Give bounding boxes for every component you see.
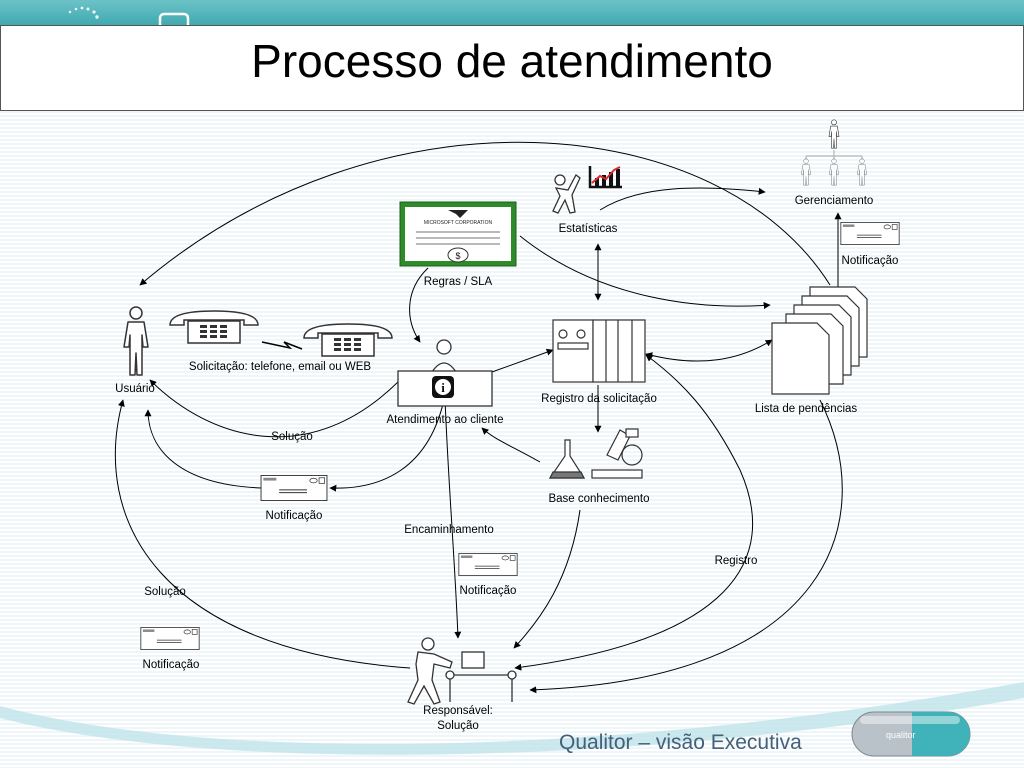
person-icon [123, 306, 149, 376]
label-atendimento: Atendimento ao cliente [387, 414, 504, 426]
arrow-atendimento-to-notificacao [329, 394, 446, 492]
envelope-icon [840, 222, 900, 245]
arrow-atendimento-to-responsavel [444, 397, 462, 639]
arrow-responsavel-to-usuario [115, 399, 411, 669]
label-usuario: Usuário [115, 383, 155, 395]
org-chart-icon [800, 119, 868, 186]
footer-text: Qualitor – visão Executiva [559, 731, 802, 754]
svg-text:i: i [441, 380, 445, 395]
top-band [0, 0, 1024, 30]
arrow-registro-lista [645, 339, 773, 362]
server-icon [552, 319, 646, 383]
label-notificacao-1: Notificação [266, 510, 323, 522]
bottom-wave [0, 682, 1024, 755]
arrow-atendimento-to-registro [491, 348, 554, 373]
lightning-icon [261, 341, 303, 350]
chart-person-icon [552, 166, 622, 214]
documents-icon [771, 286, 868, 395]
arrow-base-to-responsavel [513, 509, 581, 649]
label-registro-solicitacao: Registro da solicitação [541, 393, 657, 405]
label-gerenciamento: Gerenciamento [795, 195, 874, 207]
arrow-lista-to-usuario [139, 141, 831, 286]
envelope-icon [260, 475, 328, 501]
arrow-certificate-to-lista [519, 235, 771, 309]
arrow-registro-to-responsavel [514, 354, 754, 671]
phone-icon [169, 310, 259, 344]
arrow-atendimento-to-usuario [149, 379, 401, 438]
svg-text:MICROSOFT CORPORATION: MICROSOFT CORPORATION [424, 220, 493, 226]
lab-icon [548, 428, 643, 479]
label-solicitacao: Solicitação: telefone, email ou WEB [189, 361, 372, 373]
label-regras: Regras / SLA [424, 276, 493, 288]
arrow-lista-to-responsavel [529, 399, 843, 694]
label-notificacao-top: Notificação [842, 255, 899, 267]
helpdesk-icon: i [397, 339, 493, 407]
svg-text:$: $ [455, 251, 460, 261]
arrow-regras-to-atendimento [409, 267, 429, 343]
envelope-icon [458, 553, 518, 576]
capsule-logo-icon: qualitor [851, 711, 971, 757]
certificate-icon: MICROSOFT CORPORATION $ [399, 201, 517, 267]
page-title: Processo de atendimento [251, 35, 773, 87]
label-base: Base conhecimento [548, 493, 649, 505]
label-registro: Registro [715, 555, 758, 567]
label-notificacao-2: Notificação [460, 585, 517, 597]
arrow-estatisticas-to-gerenciamento [599, 187, 766, 211]
title-box [0, 25, 1024, 111]
label-solucao-1: Solução [271, 431, 313, 443]
label-lista: Lista de pendências [755, 403, 858, 415]
label-responsavel-2: Solução [437, 720, 479, 732]
worker-icon [407, 637, 517, 705]
arrow-base-to-atendimento [481, 427, 541, 463]
envelope-icon [140, 627, 200, 650]
label-responsavel-1: Responsável: [423, 705, 493, 717]
label-encaminhamento: Encaminhamento [404, 524, 494, 536]
arrow-notificacao-to-usuario [144, 409, 263, 489]
svg-text:qualitor: qualitor [886, 730, 916, 740]
phone-icon [303, 323, 393, 357]
label-notificacao-3: Notificação [143, 659, 200, 671]
label-estatisticas: Estatísticas [559, 223, 618, 235]
label-solucao-2: Solução [144, 586, 186, 598]
